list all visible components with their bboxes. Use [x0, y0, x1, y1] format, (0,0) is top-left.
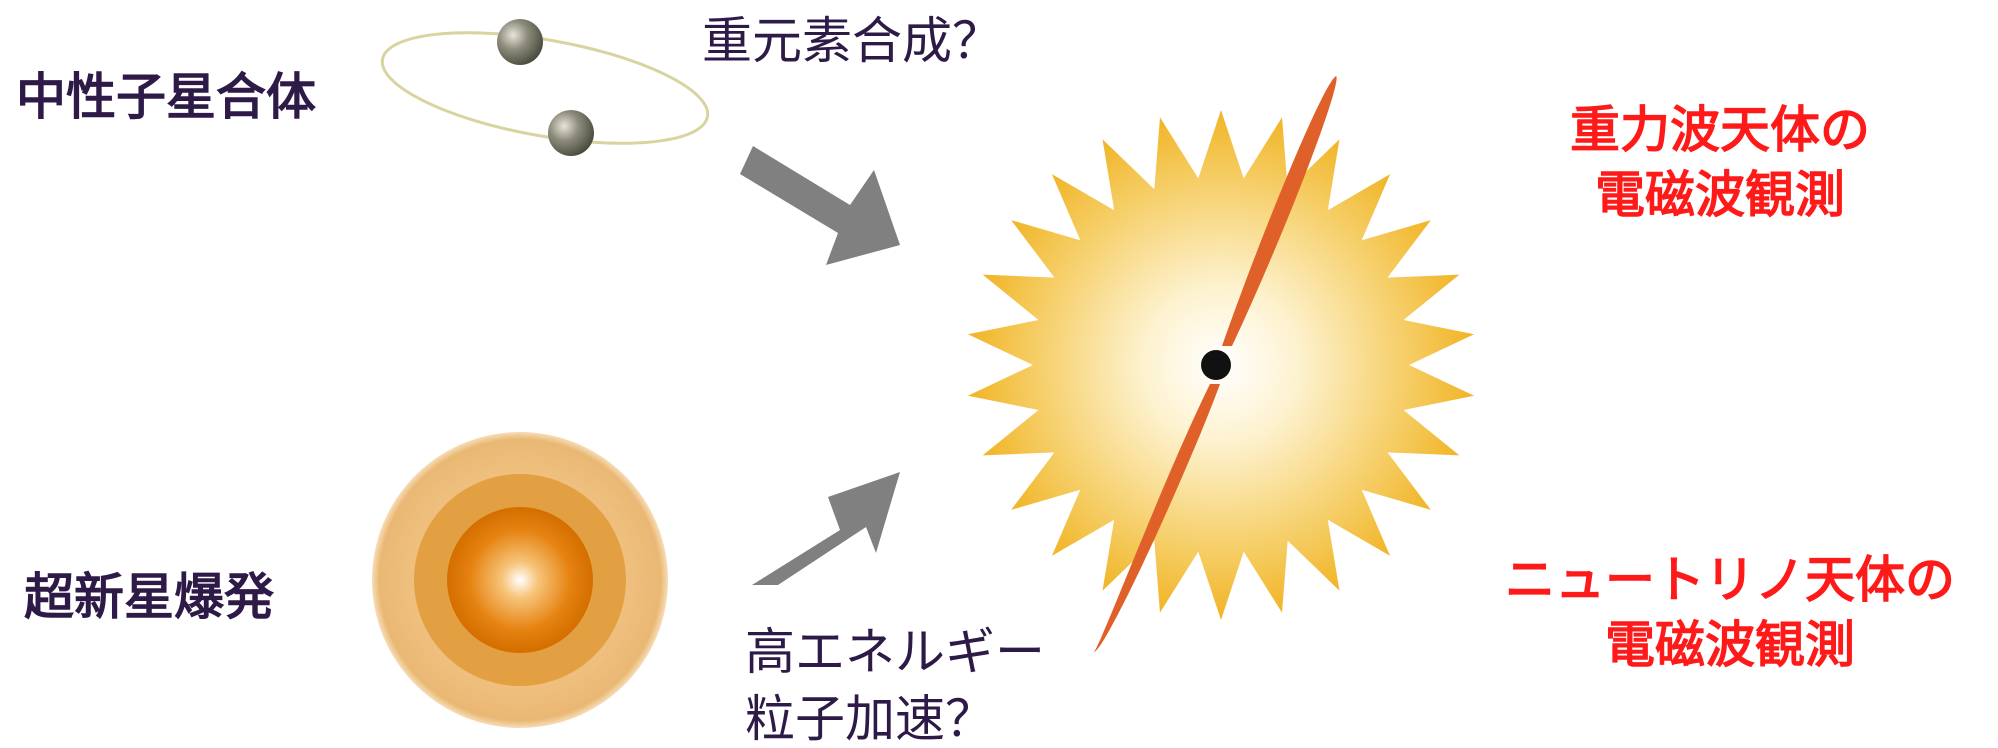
binary-neutron-star-icon [380, 19, 710, 156]
label-gw-line2: 電磁波観測 [1595, 166, 1845, 224]
label-nu-line2: 電磁波観測 [1605, 616, 1855, 674]
neutron-star-1 [497, 19, 543, 65]
label-gw-observation: 重力波天体の 電磁波観測 [1480, 98, 1960, 228]
label-high-energy-line1: 高エネルギー [745, 623, 1045, 681]
label-gw-line1: 重力波天体の [1570, 101, 1870, 159]
supernova-core [447, 507, 593, 653]
central-engine [1201, 350, 1231, 380]
neutron-star-2 [548, 110, 594, 156]
label-heavy-element-synthesis: 重元素合成？ [702, 12, 1002, 70]
label-nu-line1: ニュートリノ天体の [1505, 551, 1955, 609]
arrow-from-merger [740, 146, 900, 265]
starburst-with-jets-icon [967, 76, 1475, 652]
jet-upper [1222, 76, 1337, 346]
arrow-from-supernova [752, 472, 900, 585]
supernova-sphere-icon [372, 432, 668, 728]
jet-lower [1094, 384, 1220, 652]
label-neutrino-observation: ニュートリノ天体の 電磁波観測 [1480, 548, 1980, 678]
label-high-energy-line2: 粒子加速？ [745, 690, 995, 748]
label-supernova: 超新星爆発 [24, 568, 274, 626]
merger-orbit [380, 31, 710, 145]
label-neutron-star-merger: 中性子星合体 [16, 68, 316, 126]
